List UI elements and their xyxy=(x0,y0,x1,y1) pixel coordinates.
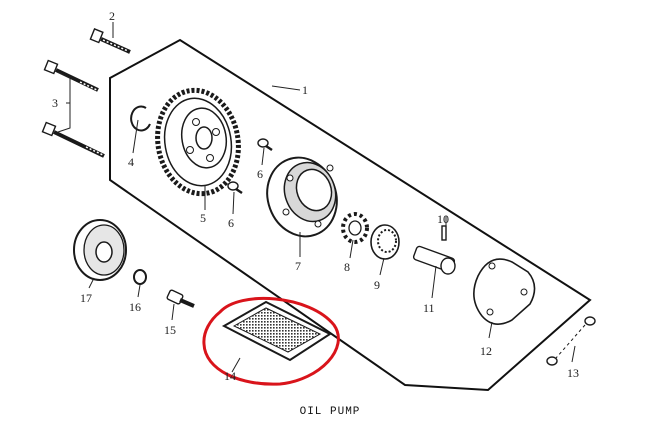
callout-6a: 6 xyxy=(257,167,263,181)
circlip-part-4 xyxy=(130,105,151,132)
pin-part-10 xyxy=(441,225,447,241)
callout-17: 17 xyxy=(80,291,92,305)
screws-part-6 xyxy=(227,138,273,195)
bolts-part-3 xyxy=(41,59,105,158)
callout-14: 14 xyxy=(224,369,236,383)
pump-shaft-part-11 xyxy=(412,245,456,275)
callout-1: 1 xyxy=(302,83,308,97)
assembly-outline xyxy=(109,38,592,392)
washer-part-16 xyxy=(133,269,147,285)
screw-part-15 xyxy=(166,289,195,308)
pump-body-part-7 xyxy=(266,156,338,238)
leader-lines xyxy=(57,22,576,373)
washers-part-13 xyxy=(546,316,596,366)
callout-15: 15 xyxy=(164,323,176,337)
callout-3: 3 xyxy=(52,96,58,110)
callout-16: 16 xyxy=(129,300,141,314)
callout-labels: 1 2 3 4 5 6 6 7 8 9 10 11 12 13 14 15 16… xyxy=(52,9,579,383)
strainer-highlight-ring xyxy=(202,296,340,386)
callout-2: 2 xyxy=(109,9,115,23)
oil-strainer-part-14 xyxy=(221,300,333,362)
callout-8: 8 xyxy=(344,260,350,274)
callout-11: 11 xyxy=(423,301,435,315)
diagram-title: OIL PUMP xyxy=(300,406,361,418)
inner-rotor-part-8 xyxy=(341,212,369,244)
callout-12: 12 xyxy=(480,344,492,358)
callout-6b: 6 xyxy=(228,216,234,230)
callout-5: 5 xyxy=(200,211,206,225)
callout-7: 7 xyxy=(295,259,301,273)
driven-gear-part-5 xyxy=(155,87,241,197)
bolt-part-2 xyxy=(89,28,131,54)
callout-13: 13 xyxy=(567,366,579,380)
pump-cover-part-12 xyxy=(473,258,536,325)
callout-9: 9 xyxy=(374,278,380,292)
outer-rotor-part-9 xyxy=(370,224,400,260)
callout-4: 4 xyxy=(128,155,134,169)
sprocket-part-17 xyxy=(73,219,127,281)
callout-10: 10 xyxy=(437,212,449,226)
